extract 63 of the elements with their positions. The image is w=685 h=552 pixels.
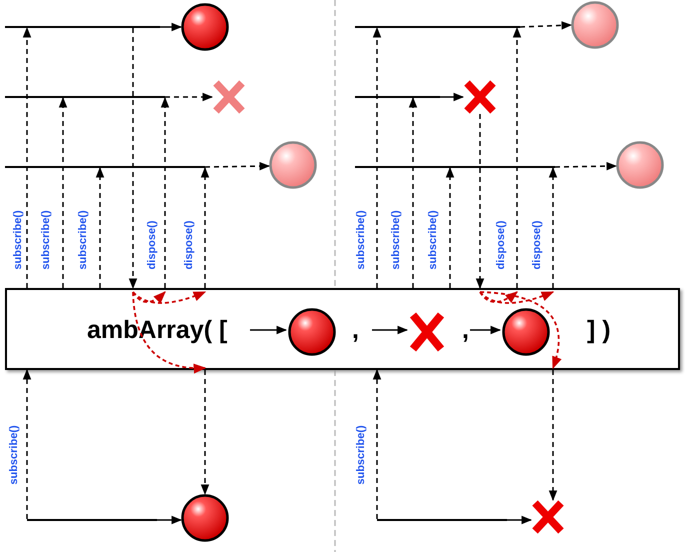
error-cross-icon xyxy=(531,500,565,534)
arrow xyxy=(548,166,558,288)
arrow xyxy=(250,326,288,334)
error-cross-icon xyxy=(409,312,445,352)
marble-icon xyxy=(502,308,550,356)
marble-icon xyxy=(571,1,619,49)
operator-text: ] ) xyxy=(587,315,611,345)
timeline xyxy=(5,96,165,98)
edge-label: dispose() xyxy=(531,220,543,270)
arrow xyxy=(96,166,104,288)
arrow xyxy=(22,26,32,288)
operator-text: , xyxy=(352,315,359,345)
marble-icon xyxy=(616,141,664,189)
arrow xyxy=(372,26,382,288)
arrow xyxy=(548,370,558,502)
arrow xyxy=(128,28,138,290)
operator-box xyxy=(5,288,680,370)
timeline xyxy=(5,166,205,168)
edge-label: subscribe() xyxy=(12,210,24,270)
arrow xyxy=(512,26,522,288)
arrow xyxy=(58,96,68,288)
edge-label: subscribe() xyxy=(427,210,439,270)
marble-icon xyxy=(269,141,317,189)
timeline xyxy=(27,519,157,521)
marble-icon xyxy=(181,3,229,51)
timeline xyxy=(355,26,520,28)
arrow xyxy=(372,368,382,519)
arrow xyxy=(160,22,182,32)
arrow xyxy=(440,92,464,102)
timeline xyxy=(355,166,555,168)
operator-text: , xyxy=(462,315,469,345)
edge-label: subscribe() xyxy=(355,210,367,270)
timeline xyxy=(355,96,440,98)
timeline xyxy=(5,26,160,28)
edge-label: dispose() xyxy=(183,220,195,270)
arrow xyxy=(200,166,210,288)
arrow xyxy=(160,96,170,288)
arrow xyxy=(554,162,618,170)
arrow xyxy=(520,21,572,30)
error-cross-icon xyxy=(463,80,497,114)
arrow xyxy=(165,92,214,102)
arrow xyxy=(204,162,270,170)
operator-text: ambArray( [ xyxy=(87,315,228,345)
arrow xyxy=(446,166,454,288)
marble-icon xyxy=(288,308,336,356)
arrow xyxy=(372,326,408,334)
arrow xyxy=(507,516,532,524)
arrow xyxy=(470,326,502,334)
arrow xyxy=(157,516,182,524)
arrow xyxy=(200,370,210,496)
error-cross-icon xyxy=(212,80,246,114)
edge-label: subscribe() xyxy=(8,425,20,485)
edge-label: subscribe() xyxy=(77,210,89,270)
edge-label: subscribe() xyxy=(390,210,402,270)
edge-label: subscribe() xyxy=(40,210,52,270)
arrow xyxy=(22,368,32,519)
arrow xyxy=(476,114,484,290)
edge-label: dispose() xyxy=(146,220,158,270)
timeline xyxy=(377,519,507,521)
arrow xyxy=(408,96,418,288)
edge-label: dispose() xyxy=(495,220,507,270)
marble-icon xyxy=(181,494,229,542)
edge-label: subscribe() xyxy=(355,425,367,485)
